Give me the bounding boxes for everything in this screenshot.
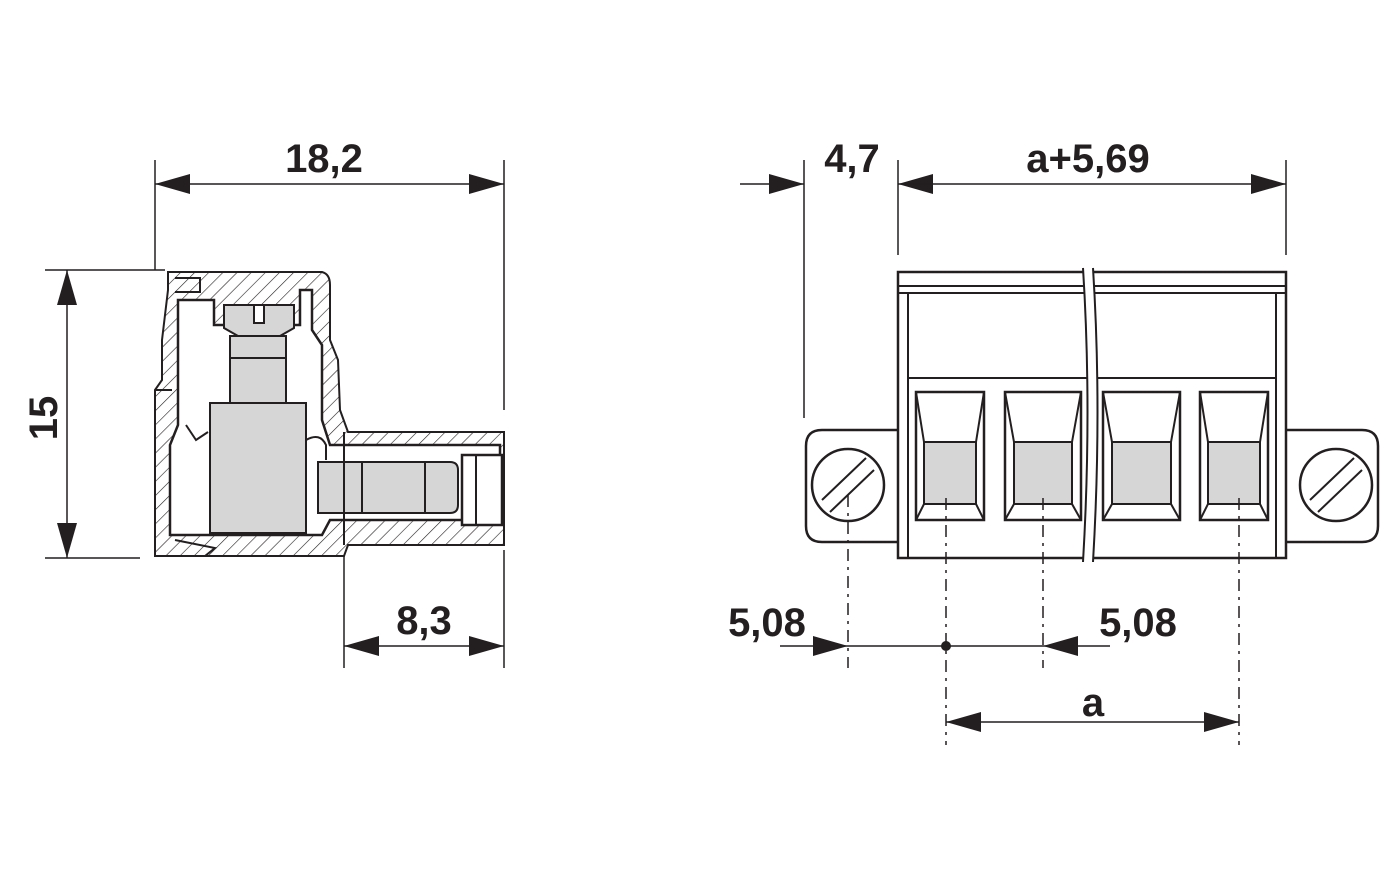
- depth-label: 8,3: [396, 599, 452, 643]
- height-label: 15: [22, 396, 66, 441]
- dimension-total-width: a+5,69: [898, 137, 1287, 255]
- side-view: 18,2 15 8,3: [22, 137, 505, 668]
- dimension-pitch: 5,08 5,08: [728, 601, 1177, 656]
- span-label: a: [1082, 681, 1105, 725]
- dimension-depth-8-3: 8,3: [343, 550, 505, 668]
- flange-label: 4,7: [824, 137, 880, 181]
- side-connector-section: [154, 271, 505, 557]
- front-view: 4,7 a+5,69: [728, 137, 1380, 745]
- terminal-3: [1101, 390, 1182, 522]
- width-label: 18,2: [285, 137, 363, 181]
- center-lines: [847, 495, 1240, 745]
- right-flange: [1286, 428, 1380, 544]
- terminal-4: [1198, 390, 1270, 522]
- pitch-left-label: 5,08: [728, 601, 806, 645]
- dimension-width-18-2: 18,2: [154, 137, 505, 410]
- left-flange: [804, 428, 898, 544]
- dimension-height-15: 15: [22, 269, 165, 559]
- terminal-1: [914, 390, 986, 522]
- pitch-right-label: 5,08: [1099, 601, 1177, 645]
- total-width-label: a+5,69: [1026, 137, 1149, 181]
- dimension-span-a: a: [946, 681, 1239, 732]
- terminal-2: [1003, 390, 1083, 522]
